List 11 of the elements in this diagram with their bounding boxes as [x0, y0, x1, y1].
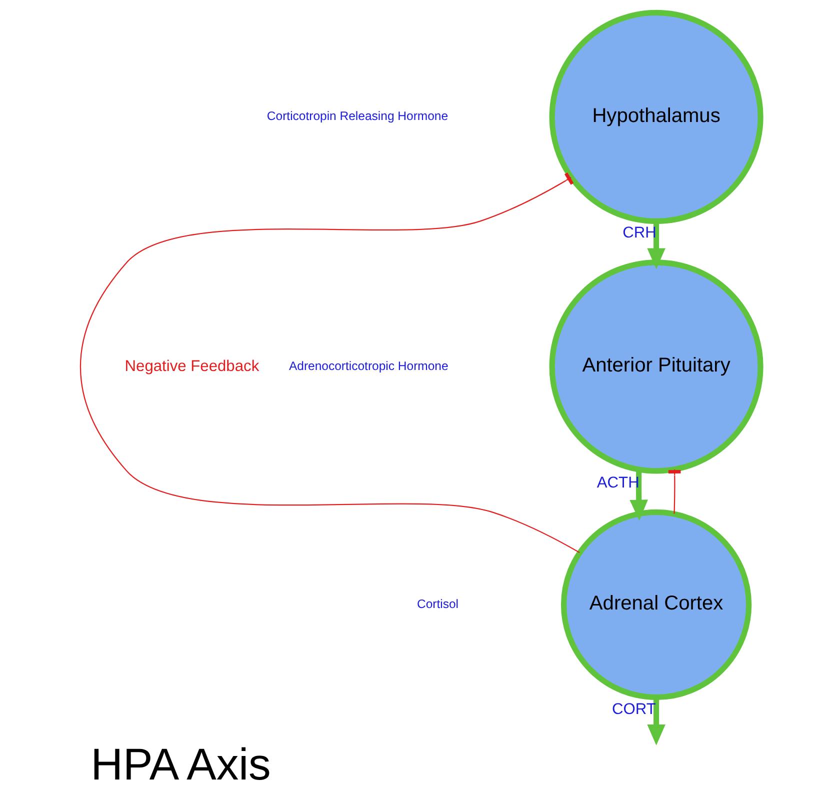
arrow	[646, 698, 665, 746]
label: Corticotropin Releasing Hormone	[266, 109, 448, 124]
edge-label: Negative Feedback	[124, 358, 259, 375]
label: Cortisol	[416, 596, 458, 611]
connector	[79, 172, 580, 554]
arrow	[629, 469, 648, 521]
label: Adrenocorticotropic Hormone	[288, 358, 448, 373]
arrow	[646, 221, 665, 270]
diagram-title: HPA Axis	[90, 740, 270, 790]
node-circle: Hypothalamus	[548, 10, 763, 224]
node-circle: Adrenal Cortex	[560, 509, 752, 700]
